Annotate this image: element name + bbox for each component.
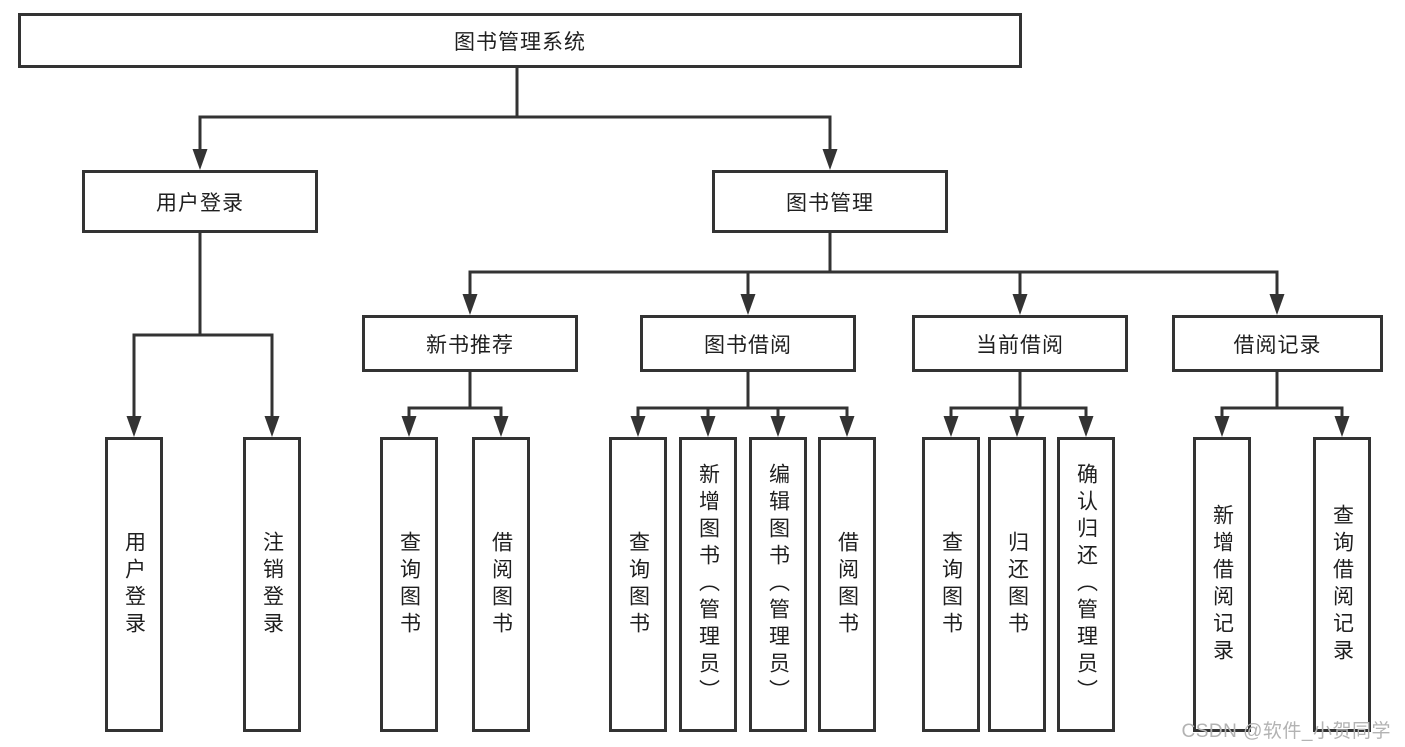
- leaf-logout-label: 注销登录: [260, 530, 284, 639]
- node-book-borrowing: 图书借阅: [640, 315, 856, 372]
- leaf-add-book-admin: 新增图书（管理员）: [679, 437, 737, 732]
- leaf-edit-book-admin-label: 编辑图书（管理员）: [766, 463, 790, 706]
- leaf-add-borrow-record-label: 新增借阅记录: [1210, 503, 1234, 666]
- leaf-query-books-borrow-label: 查询图书: [626, 530, 650, 639]
- leaf-return-book: 归还图书: [988, 437, 1046, 732]
- leaf-confirm-return-admin-label: 确认归还（管理员）: [1074, 463, 1098, 706]
- leaf-borrow-books-recommend: 借阅图书: [472, 437, 530, 732]
- node-new-book-recommendation: 新书推荐: [362, 315, 578, 372]
- node-book-management-label: 图书管理: [786, 191, 874, 215]
- node-current-borrowing-label: 当前借阅: [976, 333, 1064, 357]
- leaf-borrow-books-recommend-label: 借阅图书: [489, 530, 513, 639]
- leaf-user-login: 用户登录: [105, 437, 163, 732]
- node-book-borrowing-label: 图书借阅: [704, 333, 792, 357]
- leaf-confirm-return-admin: 确认归还（管理员）: [1057, 437, 1115, 732]
- leaf-return-book-label: 归还图书: [1005, 530, 1029, 639]
- leaf-add-borrow-record: 新增借阅记录: [1193, 437, 1251, 732]
- leaf-query-borrow-record-label: 查询借阅记录: [1330, 503, 1354, 666]
- leaf-query-borrow-record: 查询借阅记录: [1313, 437, 1371, 732]
- node-user-login-label: 用户登录: [156, 191, 244, 215]
- leaf-borrow-books-label: 借阅图书: [835, 530, 859, 639]
- leaf-query-books-recommend: 查询图书: [380, 437, 438, 732]
- leaf-query-books-current-label: 查询图书: [939, 530, 963, 639]
- leaf-edit-book-admin: 编辑图书（管理员）: [749, 437, 807, 732]
- leaf-logout: 注销登录: [243, 437, 301, 732]
- node-user-login: 用户登录: [82, 170, 318, 233]
- leaf-query-books-recommend-label: 查询图书: [397, 530, 421, 639]
- node-current-borrowing: 当前借阅: [912, 315, 1128, 372]
- node-library-system: 图书管理系统: [18, 13, 1022, 68]
- watermark-text: CSDN @软件_小贺同学: [1181, 721, 1391, 742]
- leaf-borrow-books: 借阅图书: [818, 437, 876, 732]
- node-borrowing-records: 借阅记录: [1172, 315, 1383, 372]
- leaf-query-books-current: 查询图书: [922, 437, 980, 732]
- node-new-book-recommendation-label: 新书推荐: [426, 333, 514, 357]
- leaf-user-login-label: 用户登录: [122, 530, 146, 639]
- node-borrowing-records-label: 借阅记录: [1233, 333, 1322, 357]
- node-library-system-label: 图书管理系统: [454, 30, 586, 54]
- leaf-add-book-admin-label: 新增图书（管理员）: [696, 463, 720, 706]
- node-book-management: 图书管理: [712, 170, 948, 233]
- leaf-query-books-borrow: 查询图书: [609, 437, 667, 732]
